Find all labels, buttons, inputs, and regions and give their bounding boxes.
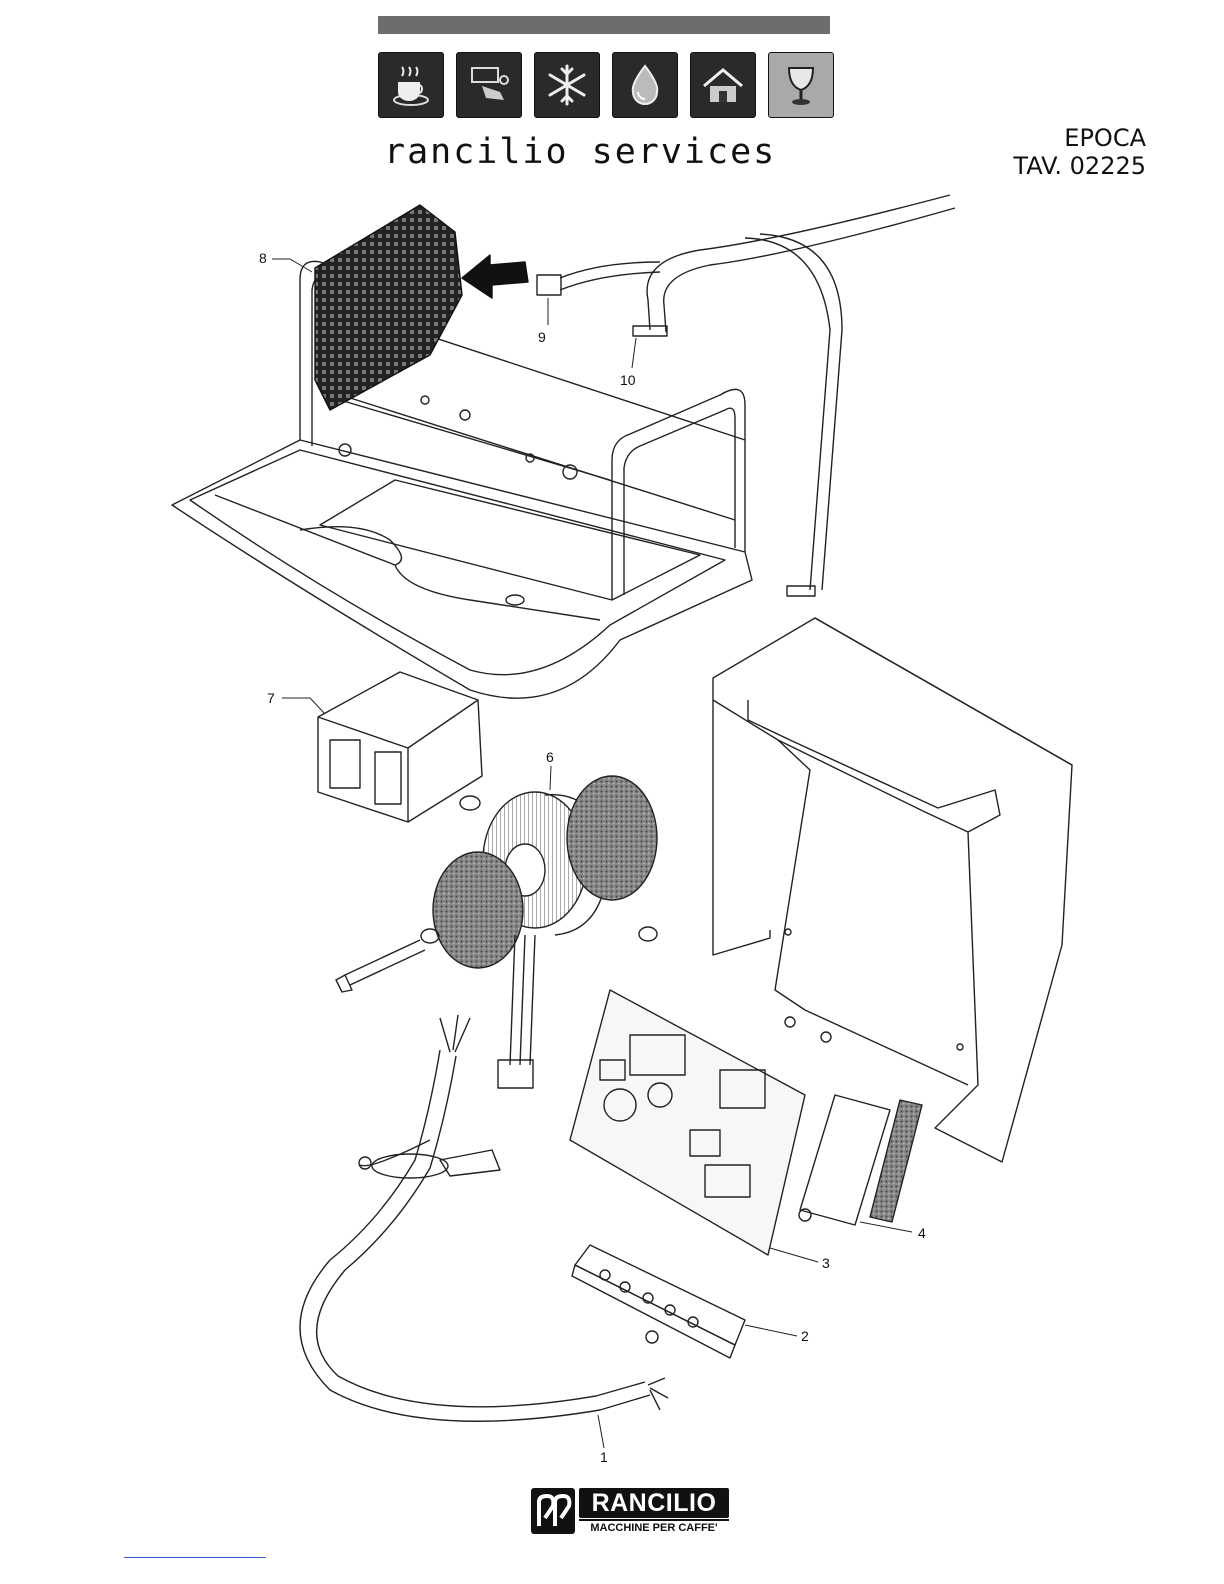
- base-tray: [172, 440, 752, 698]
- callout-6: 6: [546, 749, 554, 765]
- bottom-rule: [124, 1557, 266, 1558]
- logo-mark: [531, 1488, 575, 1534]
- direction-arrow: [462, 255, 528, 298]
- logo-tagline: MACCHINE PER CAFFE': [579, 1519, 729, 1536]
- callout-7: 7: [267, 690, 275, 706]
- callout-2: 2: [801, 1328, 809, 1344]
- callout-1: 1: [600, 1449, 608, 1465]
- callout-10: 10: [620, 372, 636, 388]
- filter-mesh: [315, 205, 462, 410]
- rancilio-logo: RANCILIO MACCHINE PER CAFFE': [531, 1488, 729, 1534]
- callout-3: 3: [822, 1255, 830, 1271]
- connector-cable: [537, 262, 660, 295]
- heat-sink: [799, 1095, 922, 1225]
- terminal-block: [572, 1245, 745, 1358]
- callout-8: 8: [259, 250, 267, 266]
- contactor: [318, 672, 482, 822]
- callout-9: 9: [538, 329, 546, 345]
- callout-4: 4: [918, 1225, 926, 1241]
- control-board: [570, 990, 805, 1255]
- logo-name: RANCILIO: [579, 1488, 729, 1518]
